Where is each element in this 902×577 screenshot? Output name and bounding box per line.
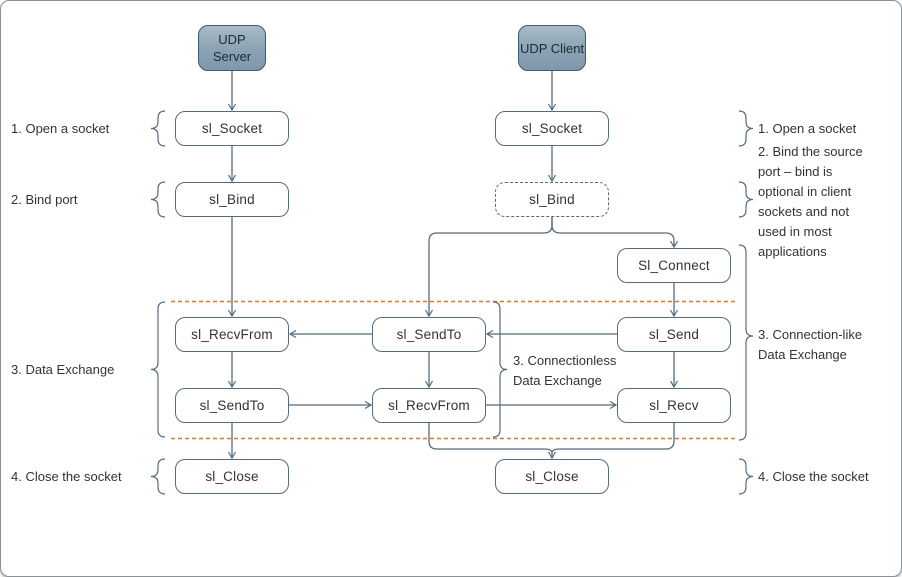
right-label-open-socket: 1. Open a socket [758,121,857,136]
arrow-bind-fork-connect [551,217,679,249]
arrow-mid-recvfrom-to-client-close [428,423,557,460]
client-sl-bind-box-optional: sl_Bind [495,182,609,217]
server-sl-socket-box: sl_Socket [175,111,289,146]
brace-right-step1 [738,110,754,147]
server-sl-close-box: sl_Close [175,459,289,494]
brace-left-step4 [150,458,166,495]
brace-right-step3 [738,244,754,441]
client-sl-connect-box: Sl_Connect [617,248,731,283]
client-sl-close-box: sl_Close [495,459,609,494]
middle-label-connectionless-exchange: 3. Connectionless Data Exchange [513,353,617,388]
middle-sl-sendto-box: sl_SendTo [372,317,486,352]
right-label-close-socket: 4. Close the socket [758,469,869,484]
middle-sl-recvfrom-box: sl_RecvFrom [372,388,486,423]
brace-left-step1 [150,110,166,147]
server-sl-recvfrom-box: sl_RecvFrom [175,317,289,352]
client-sl-recv-box: sl_Recv [617,388,731,423]
arrow-bind-fork-sendto [424,217,553,318]
brace-left-step2 [150,181,166,218]
left-label-open-socket: 1. Open a socket [11,121,110,136]
client-sl-socket-box: sl_Socket [495,111,609,146]
client-sl-send-box: sl_Send [617,317,731,352]
left-label-data-exchange: 3. Data Exchange [11,362,115,377]
right-label-bind-source-port: 2. Bind the source port – bind is option… [758,144,863,259]
server-sl-sendto-box: sl_SendTo [175,388,289,423]
brace-middle-connectionless [492,301,508,438]
udp-server-header: UDP Server [198,25,266,71]
udp-client-header: UDP Client [518,25,586,71]
brace-right-step2 [738,181,754,218]
brace-left-step3 [150,301,166,438]
left-label-close-socket: 4. Close the socket [11,469,122,484]
right-label-connection-like-exchange: 3. Connection-like Data Exchange [758,327,863,362]
server-sl-bind-box: sl_Bind [175,182,289,217]
line-recv-to-client-close [551,423,675,454]
left-label-bind-port: 2. Bind port [11,192,78,207]
brace-right-step4 [738,458,754,495]
